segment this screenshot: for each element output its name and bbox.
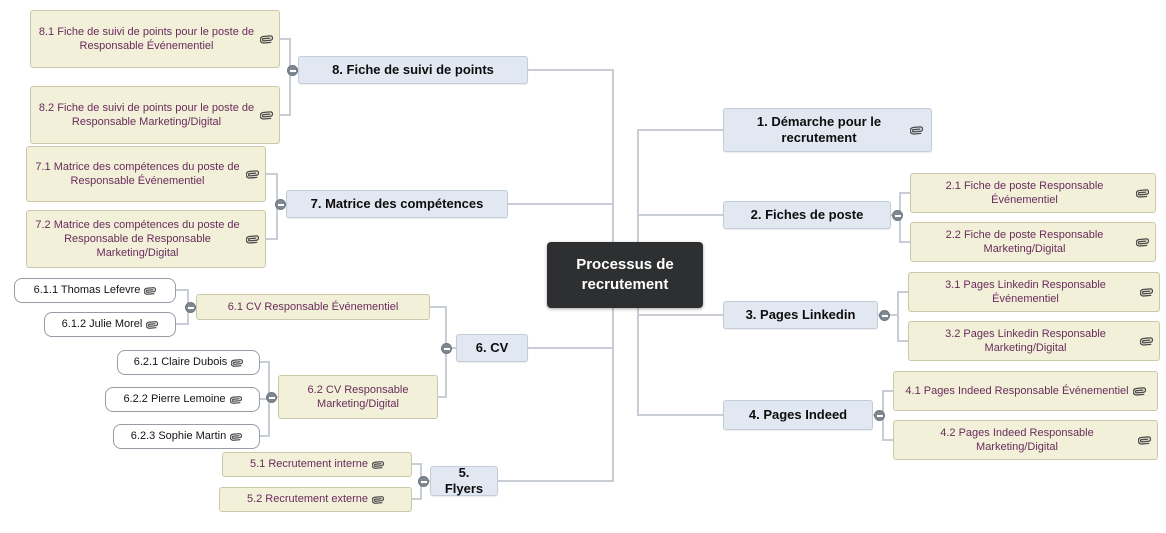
node-label: 3.2 Pages Linkedin Responsable Marketing… xyxy=(945,327,1106,354)
branch-node-4[interactable]: 4. Pages Indeed xyxy=(723,400,873,430)
node-label: 5. Flyers xyxy=(444,464,484,496)
node-label: 2.2 Fiche de poste Responsable Marketing… xyxy=(945,228,1104,255)
paperclip-icon[interactable] xyxy=(260,31,273,47)
node-label: 2.1 Fiche de poste Responsable Événement… xyxy=(945,179,1104,206)
branch-node-6[interactable]: 6. CV xyxy=(456,334,528,362)
branch-node-3[interactable]: 3. Pages Linkedin xyxy=(723,301,878,329)
leaf-node-2-1[interactable]: 2.1 Fiche de poste Responsable Événement… xyxy=(910,173,1156,213)
person-node-6-2-3[interactable]: 6.2.3 Sophie Martin xyxy=(113,424,260,449)
node-label: 6. CV xyxy=(475,339,509,355)
node-label: 3. Pages Linkedin xyxy=(745,306,856,322)
paperclip-icon[interactable] xyxy=(372,457,384,472)
node-label: 4.1 Pages Indeed Responsable Événementie… xyxy=(905,384,1129,397)
node-label: 7.2 Matrice des compétences du poste de … xyxy=(35,218,240,260)
node-label: 4.2 Pages Indeed Responsable Marketing/D… xyxy=(940,426,1094,453)
node-label: 6.1.1 Thomas Lefevre xyxy=(33,283,141,296)
branch-node-8[interactable]: 8. Fiche de suivi de points xyxy=(298,56,528,84)
paperclip-icon[interactable] xyxy=(246,166,259,182)
branch-node-2[interactable]: 2. Fiches de poste xyxy=(723,201,891,229)
paperclip-icon[interactable] xyxy=(1140,284,1153,300)
leaf-node-2-2[interactable]: 2.2 Fiche de poste Responsable Marketing… xyxy=(910,222,1156,262)
paperclip-icon[interactable] xyxy=(1138,432,1151,448)
node-label: 6.2.3 Sophie Martin xyxy=(130,429,227,442)
node-label: 8. Fiche de suivi de points xyxy=(332,61,494,77)
leaf-node-4-1[interactable]: 4.1 Pages Indeed Responsable Événementie… xyxy=(893,371,1158,411)
leaf-node-4-2[interactable]: 4.2 Pages Indeed Responsable Marketing/D… xyxy=(893,420,1158,460)
person-node-6-2-1[interactable]: 6.2.1 Claire Dubois xyxy=(117,350,260,375)
collapse-toggle-branch-6[interactable] xyxy=(441,343,452,354)
paperclip-icon[interactable] xyxy=(910,122,923,138)
collapse-toggle-branch-3[interactable] xyxy=(879,310,890,321)
person-node-6-1-1[interactable]: 6.1.1 Thomas Lefevre xyxy=(14,278,176,303)
node-label: 2. Fiches de poste xyxy=(750,206,864,222)
collapse-toggle-branch-2[interactable] xyxy=(892,210,903,221)
branch-node-5[interactable]: 5. Flyers xyxy=(430,464,498,496)
node-label: 7. Matrice des compétences xyxy=(310,195,484,211)
node-label: 1. Démarche pour le recrutement xyxy=(756,113,882,145)
collapse-toggle-branch-7[interactable] xyxy=(275,199,286,210)
paperclip-icon[interactable] xyxy=(1136,185,1149,201)
leaf-node-8-1[interactable]: 8.1 Fiche de suivi de points pour le pos… xyxy=(30,10,280,68)
paperclip-icon[interactable] xyxy=(146,317,159,332)
leaf-node-7-2[interactable]: 7.2 Matrice des compétences du poste de … xyxy=(26,210,266,268)
paperclip-icon[interactable] xyxy=(260,107,273,123)
paperclip-icon[interactable] xyxy=(231,355,244,370)
node-label: 8.1 Fiche de suivi de points pour le pos… xyxy=(38,25,255,52)
collapse-toggle-branch-4[interactable] xyxy=(874,410,885,421)
paperclip-icon[interactable] xyxy=(1136,234,1149,250)
paperclip-icon[interactable] xyxy=(230,429,243,444)
person-node-6-2-2[interactable]: 6.2.2 Pierre Lemoine xyxy=(105,387,260,412)
collapse-toggle-branch-5[interactable] xyxy=(418,476,429,487)
node-label: 6.2 CV Responsable Marketing/Digital xyxy=(307,383,409,410)
person-node-6-1-2[interactable]: 6.1.2 Julie Morel xyxy=(44,312,176,337)
root-node[interactable]: Processus de recrutement xyxy=(547,242,703,308)
collapse-toggle-branch-8[interactable] xyxy=(287,65,298,76)
node-label: 6.2.1 Claire Dubois xyxy=(133,355,228,368)
leaf-node-5-2[interactable]: 5.2 Recrutement externe xyxy=(219,487,412,512)
node-label: 6.1 CV Responsable Événementiel xyxy=(227,300,399,313)
node-label: 6.1.2 Julie Morel xyxy=(61,317,143,330)
paperclip-icon[interactable] xyxy=(1140,333,1153,349)
leaf-node-5-1[interactable]: 5.1 Recrutement interne xyxy=(222,452,412,477)
branch-node-1[interactable]: 1. Démarche pour le recrutement xyxy=(723,108,932,152)
root-node-label: Processus de recrutement xyxy=(576,255,674,293)
collapse-toggle-node-6-1[interactable] xyxy=(185,302,196,313)
node-label: 5.1 Recrutement interne xyxy=(249,458,368,471)
leaf-node-8-2[interactable]: 8.2 Fiche de suivi de points pour le pos… xyxy=(30,86,280,144)
paperclip-icon[interactable] xyxy=(1132,383,1146,399)
leaf-node-6-2[interactable]: 6.2 CV Responsable Marketing/Digital xyxy=(278,375,438,419)
node-label: 5.2 Recrutement externe xyxy=(246,493,369,506)
paperclip-icon[interactable] xyxy=(372,492,385,507)
leaf-node-3-2[interactable]: 3.2 Pages Linkedin Responsable Marketing… xyxy=(908,321,1160,361)
node-label: 4. Pages Indeed xyxy=(748,406,848,422)
node-label: 7.1 Matrice des compétences du poste de … xyxy=(35,160,240,187)
branch-node-7[interactable]: 7. Matrice des compétences xyxy=(286,190,508,218)
paperclip-icon[interactable] xyxy=(229,392,242,407)
leaf-node-3-1[interactable]: 3.1 Pages Linkedin Responsable Événement… xyxy=(908,272,1160,312)
node-label: 8.2 Fiche de suivi de points pour le pos… xyxy=(38,101,255,128)
paperclip-icon[interactable] xyxy=(144,283,157,298)
node-label: 6.2.2 Pierre Lemoine xyxy=(123,392,226,405)
node-label: 3.1 Pages Linkedin Responsable Événement… xyxy=(945,278,1106,305)
paperclip-icon[interactable] xyxy=(246,231,259,247)
leaf-node-6-1[interactable]: 6.1 CV Responsable Événementiel xyxy=(196,294,430,320)
collapse-toggle-node-6-2[interactable] xyxy=(266,392,277,403)
leaf-node-7-1[interactable]: 7.1 Matrice des compétences du poste de … xyxy=(26,146,266,202)
